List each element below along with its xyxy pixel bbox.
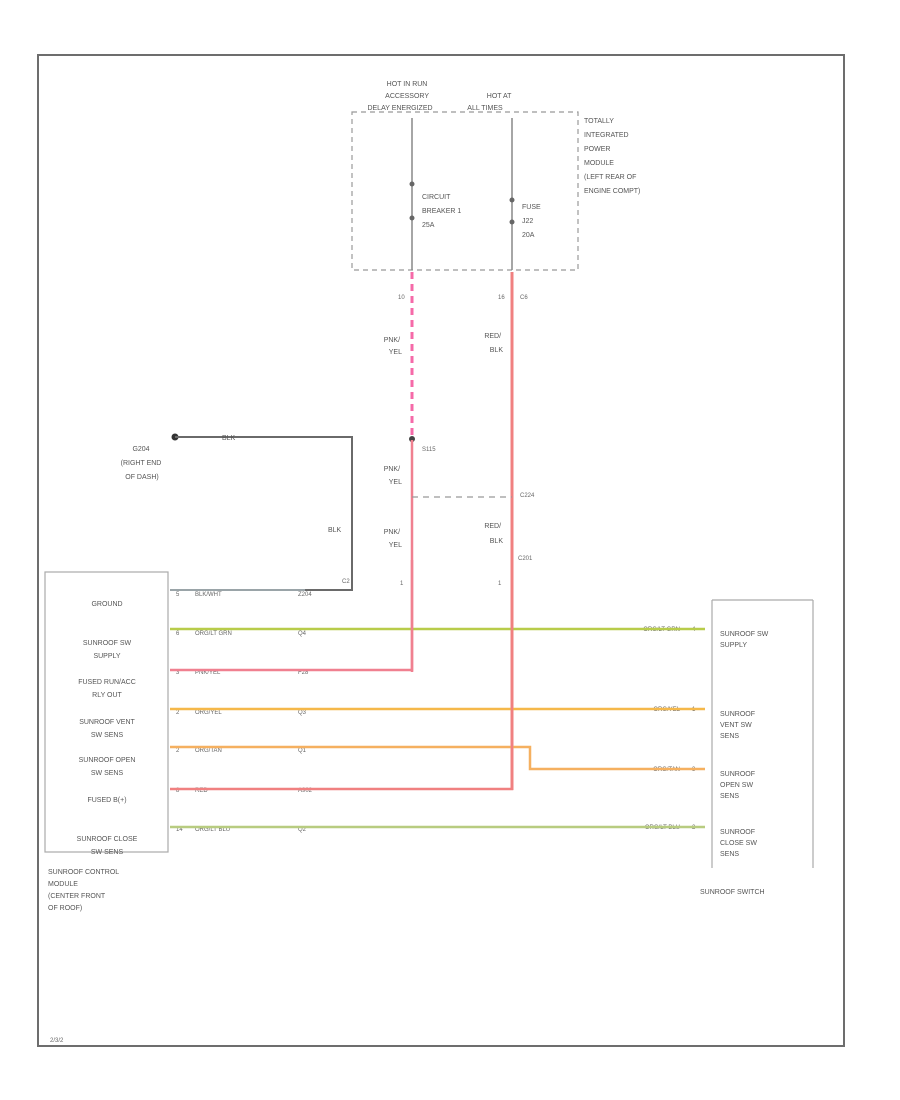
- c224-label: C224: [520, 493, 535, 499]
- breaker-contact-top: [409, 181, 415, 187]
- splice-s115-label: S115: [422, 447, 436, 453]
- open-wire: [170, 745, 705, 771]
- ground-wire-label: BLK: [222, 435, 236, 442]
- cm-wire-color-label: BLK/WHT: [195, 592, 222, 598]
- cm-circuit-label: Q3: [298, 710, 307, 716]
- wire-runs: [170, 560, 705, 829]
- c2-label: C2: [342, 579, 350, 585]
- pin-10: 10: [398, 295, 405, 301]
- hot-at-all-label: HOT AT ALL TIMES: [467, 93, 513, 112]
- cm-circuit-label: A902: [298, 788, 313, 794]
- cm-circuit-label: Q1: [298, 748, 307, 754]
- cm-pin-number: 5: [176, 592, 180, 598]
- cm-pin-number: 6: [176, 631, 180, 637]
- cm-pin-number: 2: [176, 748, 180, 754]
- cm-pin-label: GROUND: [91, 601, 122, 608]
- pnk-yel-label-mid: PNK/ YEL: [384, 466, 402, 486]
- power-module-name: TOTALLY INTEGRATED POWER MODULE (LEFT RE…: [584, 118, 640, 195]
- cm-pin-number: 3: [176, 670, 180, 676]
- cm-wire-color-label: ORG/LT BLU: [195, 827, 230, 833]
- fuse-contact-top: [509, 197, 515, 203]
- red-blk-label-top: RED/ BLK: [484, 333, 503, 354]
- footer-code: 2/3/2: [50, 1038, 64, 1044]
- power-module-box: [351, 111, 579, 271]
- hot-in-run-label: HOT IN RUN ACCESSORY DELAY ENERGIZED: [367, 81, 432, 112]
- cm-wire-color-label: RED: [195, 788, 208, 794]
- blk-wire-label: BLK: [328, 527, 342, 534]
- red-blk-label-low: RED/ BLK: [484, 523, 503, 545]
- cm-wire-color-label: ORG/YEL: [195, 710, 222, 716]
- pin-16: 16: [498, 295, 505, 301]
- ground-blk-wire: [175, 436, 353, 591]
- cm-pin-number: 2: [176, 710, 180, 716]
- splice-s115: [409, 436, 415, 442]
- cm-circuit-label: Q4: [298, 631, 307, 637]
- fuse-contact-bottom: [509, 219, 515, 225]
- cm-wire-color-label: ORG/TAN: [195, 748, 222, 754]
- diagram-frame: [37, 54, 845, 1047]
- control-module-box: [44, 571, 169, 853]
- fused-run-wire: [170, 560, 414, 672]
- breaker-label: CIRCUIT BREAKER 1 25A: [422, 194, 463, 229]
- breaker-contact-bottom: [409, 215, 415, 221]
- switch-name: SUNROOF SWITCH: [700, 889, 765, 896]
- cm-wire-color-label: PNK/YEL: [195, 670, 221, 676]
- pnk-yel-label-low: PNK/ YEL: [384, 529, 402, 549]
- control-module-name: SUNROOF CONTROL MODULE (CENTER FRONT OF …: [48, 869, 121, 912]
- ground-g204-label: G204 (RIGHT END OF DASH): [121, 446, 164, 481]
- pnk-yel-label-top: PNK/ YEL: [384, 337, 402, 356]
- cm-circuit-label: Z204: [298, 592, 312, 598]
- cm-pin-label: FUSED B(+): [87, 797, 126, 804]
- fuse-label: FUSE J22 20A: [522, 204, 543, 239]
- cm-pin-number: 8: [176, 788, 180, 794]
- connector-c6: C6: [520, 295, 528, 301]
- cm-pin-number: 14: [176, 827, 183, 833]
- pin-1-left: 1: [400, 581, 404, 587]
- cm-circuit-label: Q2: [298, 827, 307, 833]
- c201-label: C201: [518, 556, 533, 562]
- cm-circuit-label: F28: [298, 670, 309, 676]
- cm-wire-color-label: ORG/LT GRN: [195, 631, 232, 637]
- pin-1-right: 1: [498, 581, 502, 587]
- fused-b-wire: [170, 560, 514, 791]
